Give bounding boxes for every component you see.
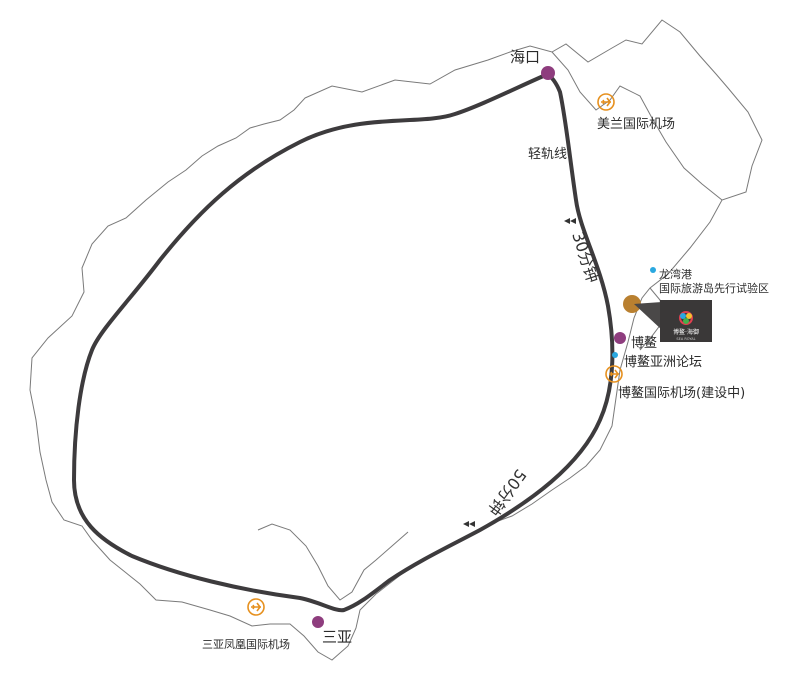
boao-dot[interactable] xyxy=(614,332,626,344)
logo-icon xyxy=(679,311,693,325)
sanya-airport-label: 三亚凤凰国际机场 xyxy=(202,637,290,651)
haikou-dot[interactable] xyxy=(541,66,555,80)
logo-text: 博鳌·海御 xyxy=(673,328,699,336)
haikou-label: 海口 xyxy=(510,48,540,66)
south-travel-time: 50分钟 xyxy=(484,466,530,520)
tourism-zone-label: 国际旅游岛先行试验区 xyxy=(659,281,769,295)
sanya-dot[interactable] xyxy=(312,616,324,628)
logo-connector xyxy=(634,302,662,330)
north-arrow-icon xyxy=(564,218,576,224)
boao-forum-label: 博鳌亚洲论坛 xyxy=(624,354,702,370)
logo-subtext: SEA ROYAL xyxy=(676,337,695,341)
meilan-airport-label: 美兰国际机场 xyxy=(597,117,675,132)
longwan-port-dot[interactable] xyxy=(650,267,656,273)
sanya-airport-icon[interactable] xyxy=(247,598,265,616)
boao-label: 博鳌 xyxy=(631,335,657,351)
south-arrow-icon xyxy=(463,521,475,527)
coast-detail-south xyxy=(257,523,409,601)
coast-detail xyxy=(551,51,723,201)
north-travel-time: 30分钟 xyxy=(568,229,602,285)
boao-airport-icon[interactable] xyxy=(605,365,623,383)
boao-airport-label: 博鳌国际机场(建设中) xyxy=(618,385,745,401)
meilan-airport-icon[interactable] xyxy=(597,93,615,111)
sanya-label: 三亚 xyxy=(322,628,352,646)
rail-label: 轻轨线 xyxy=(528,147,567,162)
project-dot[interactable] xyxy=(623,295,641,313)
boao-forum-dot[interactable] xyxy=(612,352,618,358)
rail-route xyxy=(72,72,615,613)
longwan-port-label: 龙湾港 xyxy=(659,267,692,281)
